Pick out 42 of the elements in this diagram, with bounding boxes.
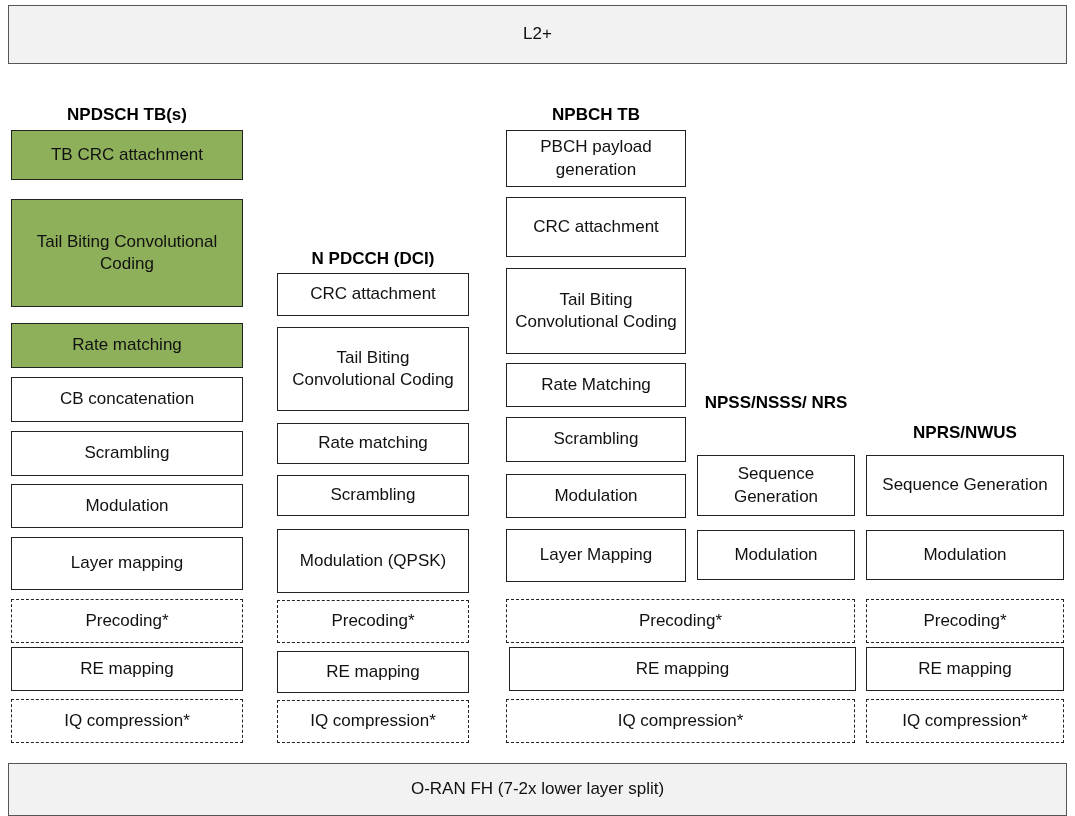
process-box: Scrambling (506, 417, 686, 462)
process-box: RE mapping (509, 647, 856, 691)
process-box: RE mapping (277, 651, 469, 693)
optional-process-box: IQ compression* (277, 700, 469, 743)
process-box: Scrambling (277, 475, 469, 516)
layer-band: O-RAN FH (7-2x lower layer split) (8, 763, 1067, 816)
process-box: Layer Mapping (506, 529, 686, 582)
process-box: Tail Biting Convolutional Coding (11, 199, 243, 307)
process-box: Modulation (866, 530, 1064, 580)
column-heading: NPRS/NWUS (912, 422, 1018, 444)
layer-band: L2+ (8, 5, 1067, 64)
process-box: Rate matching (11, 323, 243, 368)
process-box: CRC attachment (277, 273, 469, 316)
column-heading: NPDSCH TB(s) (66, 104, 188, 126)
process-box: PBCH payload generation (506, 130, 686, 187)
optional-process-box: Precoding* (11, 599, 243, 643)
process-box: CB concatenation (11, 377, 243, 422)
process-box: TB CRC attachment (11, 130, 243, 180)
column-heading: N PDCCH (DCI) (310, 248, 436, 270)
process-box: Modulation (QPSK) (277, 529, 469, 593)
optional-process-box: IQ compression* (11, 699, 243, 743)
optional-process-box: IQ compression* (506, 699, 855, 743)
optional-process-box: Precoding* (506, 599, 855, 643)
process-box: Modulation (697, 530, 855, 580)
process-box: RE mapping (11, 647, 243, 691)
optional-process-box: IQ compression* (866, 699, 1064, 743)
process-box: CRC attachment (506, 197, 686, 257)
process-box: Modulation (11, 484, 243, 528)
process-box: Tail Biting Convolutional Coding (506, 268, 686, 354)
process-box: Rate Matching (506, 363, 686, 407)
process-box: Layer mapping (11, 537, 243, 590)
process-box: Rate matching (277, 423, 469, 464)
process-box: Modulation (506, 474, 686, 518)
optional-process-box: Precoding* (277, 600, 469, 643)
process-box: Scrambling (11, 431, 243, 476)
column-heading: NPBCH TB (551, 104, 641, 126)
process-box: Tail Biting Convolutional Coding (277, 327, 469, 411)
column-heading: NPSS/NSSS/ NRS (703, 392, 849, 414)
process-box: Sequence Generation (866, 455, 1064, 516)
process-box: Sequence Generation (697, 455, 855, 516)
optional-process-box: Precoding* (866, 599, 1064, 643)
process-box: RE mapping (866, 647, 1064, 691)
